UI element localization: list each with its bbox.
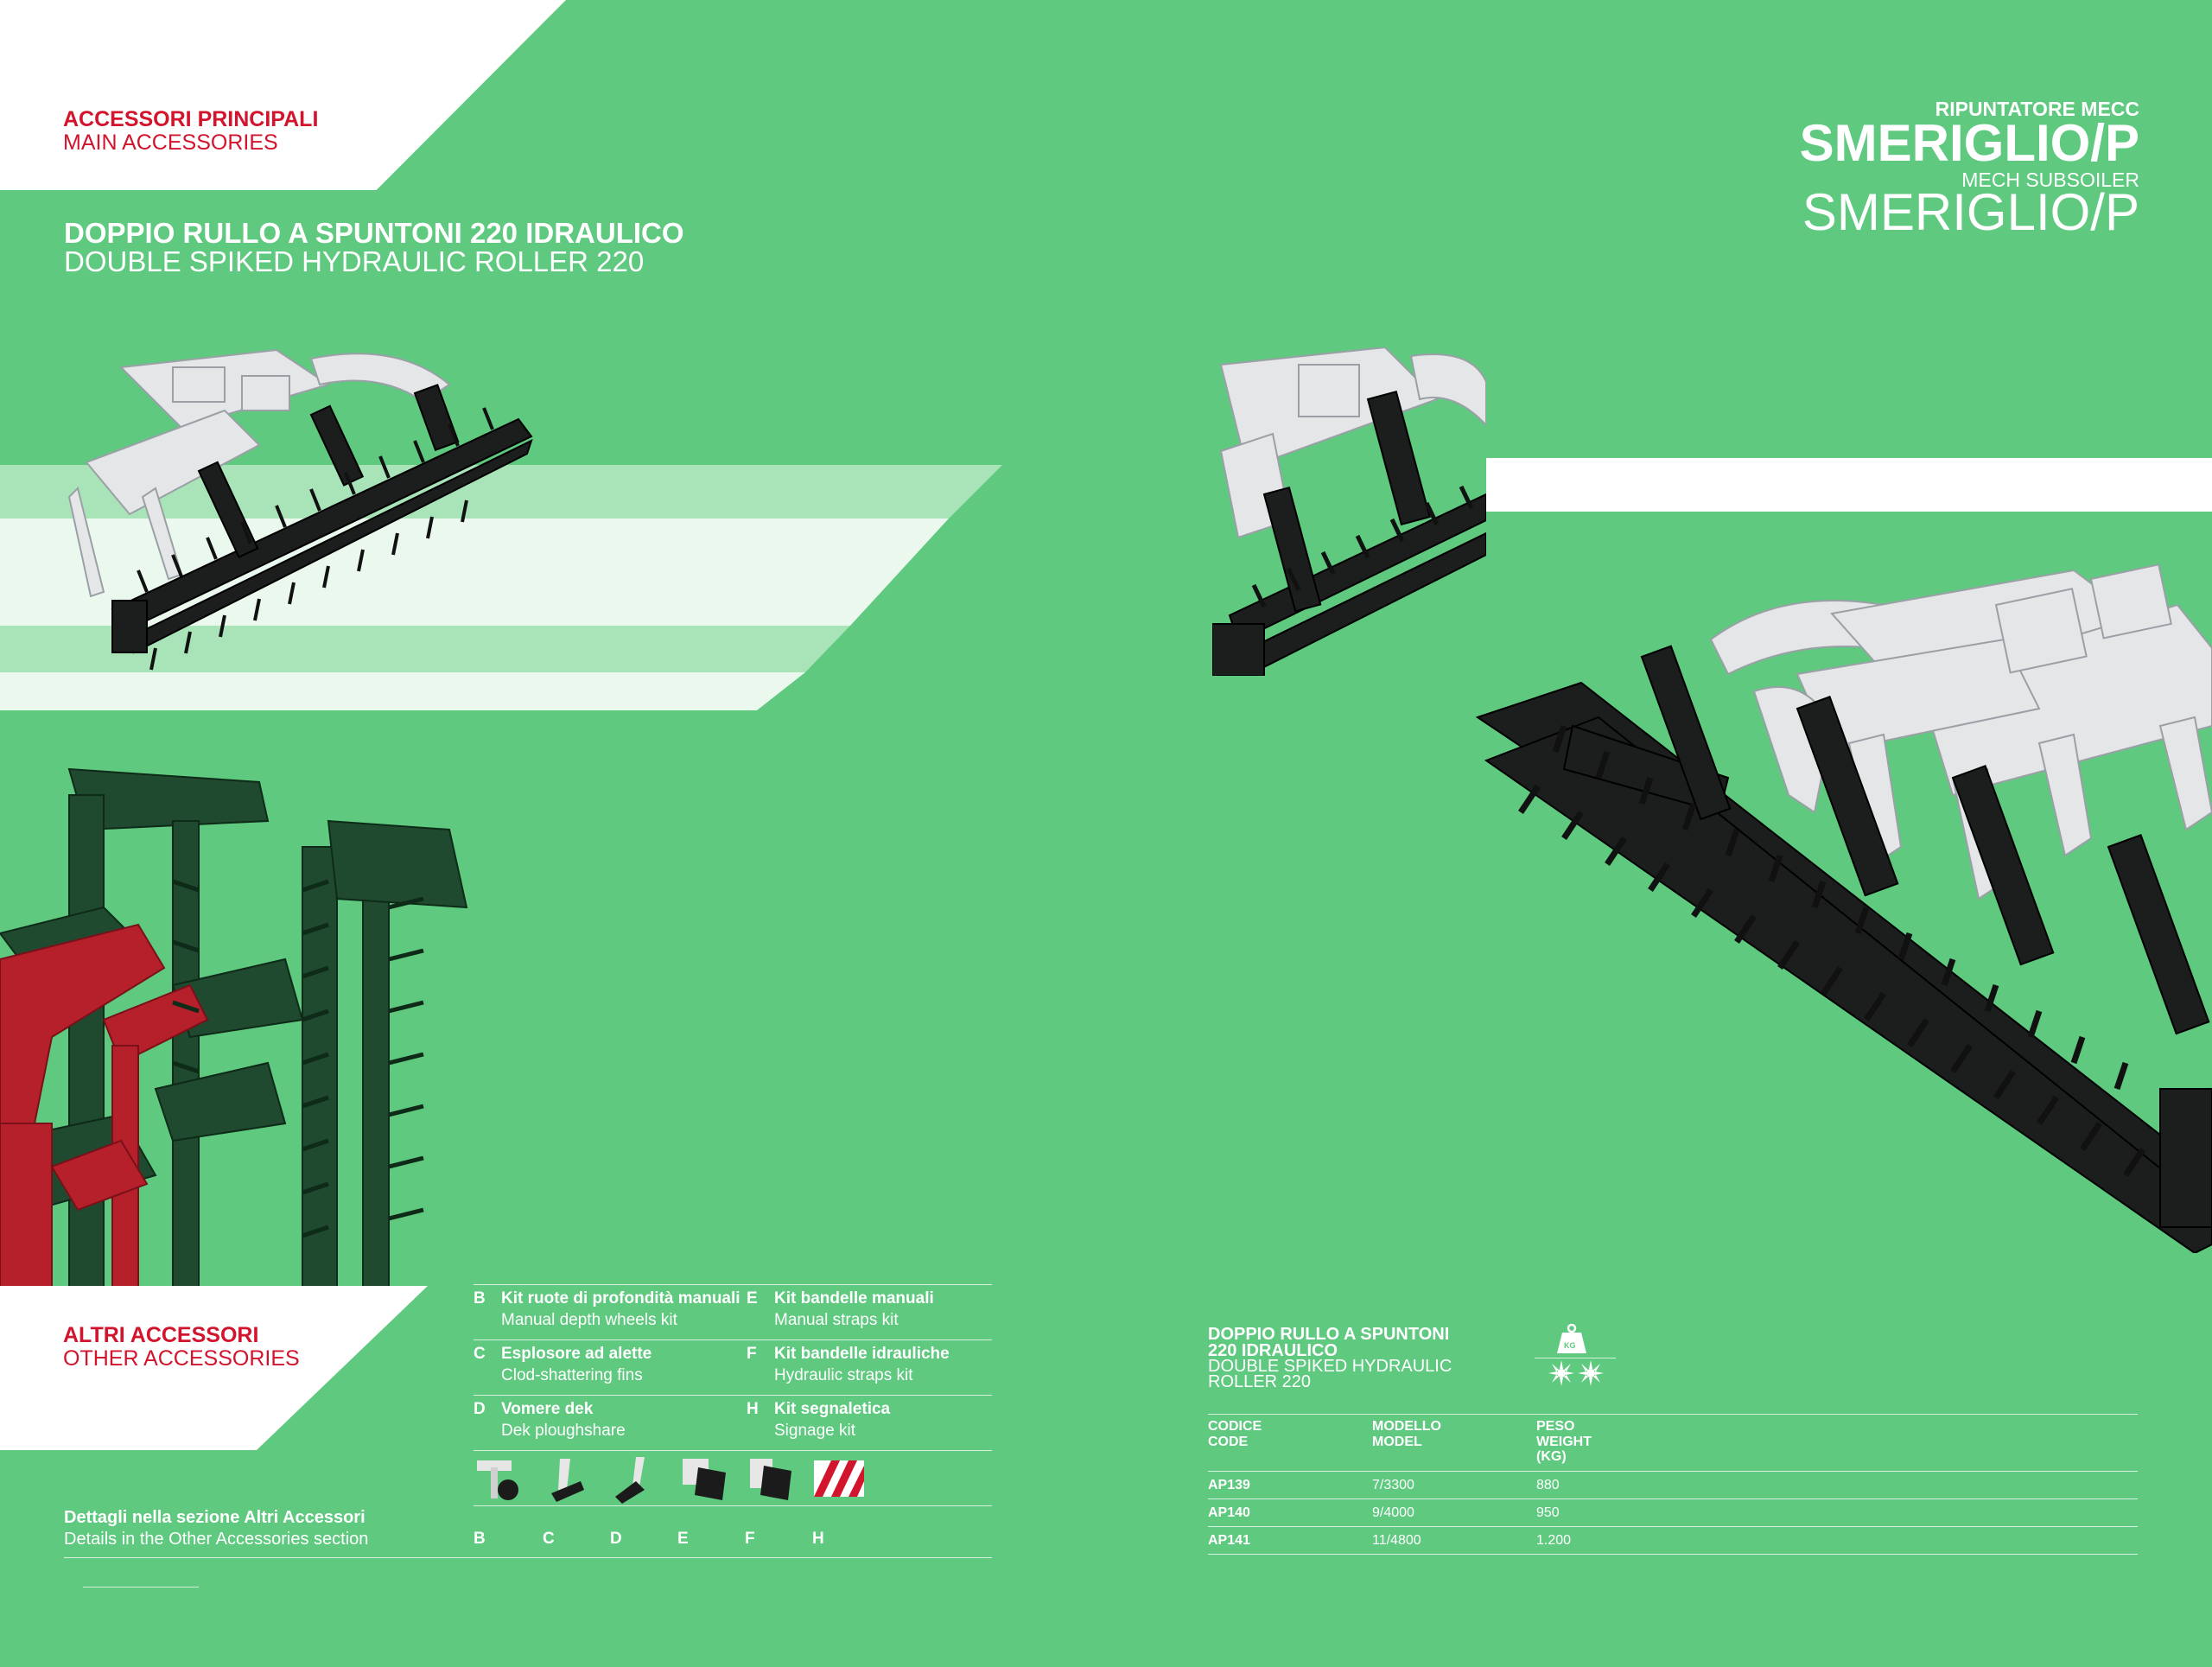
- spec-subtitle-line1: DOUBLE SPIKED HYDRAULIC: [1208, 1357, 1452, 1376]
- table-cell-model: 9/4000: [1372, 1505, 1414, 1520]
- depth-wheels-kit-thumbnail: [477, 1460, 518, 1500]
- product-title: DOPPIO RULLO A SPUNTONI 220 IDRAULICO: [64, 217, 684, 249]
- thumb-label-b: B: [474, 1530, 486, 1548]
- accessory-letter-e: E: [747, 1289, 758, 1308]
- divider: [474, 1505, 992, 1506]
- thumb-label-f: F: [745, 1530, 755, 1548]
- table-cell-code: AP139: [1208, 1478, 1250, 1492]
- accessory-title-h: Kit segnaletica: [774, 1400, 891, 1418]
- brand-category-en: MECH SUBSOILER: [1961, 169, 2139, 191]
- dek-ploughshare-thumbnail: [615, 1457, 645, 1504]
- accessory-letter-b: B: [474, 1289, 486, 1308]
- spec-title-line2: 220 IDRAULICO: [1208, 1341, 1338, 1360]
- other-accessories-subtitle: OTHER ACCESSORIES: [63, 1346, 300, 1371]
- divider: [474, 1450, 992, 1451]
- divider: [1208, 1471, 2138, 1472]
- product-subtitle: DOUBLE SPIKED HYDRAULIC ROLLER 220: [64, 245, 645, 277]
- divider: [474, 1339, 992, 1340]
- thumb-label-d: D: [610, 1530, 622, 1548]
- roller-detail-inset-image: [1212, 347, 1486, 676]
- divider: [474, 1395, 992, 1396]
- accessory-title-f: Kit bandelle idrauliche: [774, 1345, 950, 1363]
- accessory-title-e: Kit bandelle manuali: [774, 1289, 934, 1308]
- accessory-sub-b: Manual depth wheels kit: [501, 1311, 677, 1329]
- accessory-sub-c: Clod-shattering fins: [501, 1366, 643, 1384]
- thumb-label-h: H: [812, 1530, 824, 1548]
- clod-fins-thumbnail: [551, 1459, 584, 1502]
- spiked-roller-icon: [1548, 1360, 1604, 1386]
- accessory-sub-e: Manual straps kit: [774, 1311, 899, 1329]
- thumb-label-c: C: [543, 1530, 555, 1548]
- divider: [1208, 1498, 2138, 1499]
- accessory-title-c: Esplosore ad alette: [501, 1345, 652, 1363]
- spec-subtitle-line2: ROLLER 220: [1208, 1372, 1311, 1391]
- accessory-letter-f: F: [747, 1345, 757, 1363]
- subsoiler-closeup-image: [0, 767, 468, 1288]
- accessory-title-d: Vomere dek: [501, 1400, 594, 1418]
- divider: [1208, 1554, 2138, 1555]
- roller-machine-image-small: [67, 348, 533, 671]
- accessory-sub-f: Hydraulic straps kit: [774, 1366, 913, 1384]
- accessory-title-b: Kit ruote di profondità manuali: [501, 1289, 741, 1308]
- main-accessories-title: ACCESSORI PRINCIPALI: [63, 107, 319, 131]
- weight-icon: [1557, 1324, 1586, 1353]
- table-cell-weight: 950: [1536, 1505, 1560, 1520]
- table-cell-weight: 1.200: [1536, 1533, 1572, 1548]
- divider: [1208, 1414, 2138, 1415]
- accessory-letter-h: H: [747, 1400, 759, 1418]
- table-cell-code: AP141: [1208, 1533, 1250, 1548]
- brand-model-light: SMERIGLIO/P: [1802, 183, 2139, 241]
- table-cell-model: 11/4800: [1372, 1533, 1421, 1548]
- accessory-sub-h: Signage kit: [774, 1422, 856, 1440]
- hydraulic-straps-thumbnail: [750, 1459, 791, 1500]
- header-banner-top: [0, 0, 566, 190]
- signage-kit-thumbnail: [814, 1460, 864, 1497]
- main-accessories-subtitle: MAIN ACCESSORIES: [63, 130, 278, 155]
- subsoiler-roller-main-image: [1475, 563, 2212, 1253]
- divider: [64, 1557, 992, 1558]
- table-cell-code: AP140: [1208, 1505, 1250, 1520]
- thumb-label-e: E: [677, 1530, 689, 1548]
- table-cell-weight: 880: [1536, 1478, 1560, 1492]
- divider: [474, 1284, 992, 1285]
- table-cell-model: 7/3300: [1372, 1478, 1414, 1492]
- manual-straps-thumbnail: [683, 1459, 726, 1500]
- details-subtitle: Details in the Other Accessories section: [64, 1530, 369, 1549]
- accessory-letter-d: D: [474, 1400, 486, 1418]
- spec-title-line1: DOPPIO RULLO A SPUNTONI: [1208, 1325, 1450, 1344]
- divider: [1208, 1526, 2138, 1527]
- weight-icon-label: KG: [1564, 1341, 1576, 1350]
- accessory-sub-d: Dek ploughshare: [501, 1422, 626, 1440]
- accessory-letter-c: C: [474, 1345, 486, 1363]
- brand-model-bold: SMERIGLIO/P: [1799, 114, 2139, 172]
- other-accessories-title: ALTRI ACCESSORI: [63, 1323, 259, 1347]
- decorative-stripe-right: [1486, 458, 2212, 512]
- details-title: Dettagli nella sezione Altri Accessori: [64, 1508, 365, 1527]
- brand-category-it: RIPUNTATORE MECC: [1935, 98, 2139, 120]
